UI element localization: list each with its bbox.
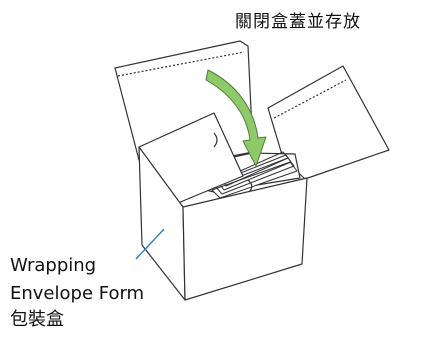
curved-down-arrow-icon	[205, 69, 267, 167]
instruction-label: 關閉盒蓋並存放	[235, 12, 361, 32]
back-lid-fold	[117, 51, 245, 77]
callout-label-line-3: 包裝盒	[10, 309, 64, 330]
right-flap-fold	[273, 79, 347, 119]
front-flap-notch	[247, 179, 253, 193]
callout-leader-line	[135, 228, 165, 260]
callout-label-line-2: Envelope Form	[10, 283, 145, 304]
left-flap-notch	[213, 132, 218, 148]
callout-label-line-1: Wrapping	[10, 255, 97, 276]
box-front-right-panel	[182, 177, 308, 301]
right-flap	[267, 65, 390, 180]
